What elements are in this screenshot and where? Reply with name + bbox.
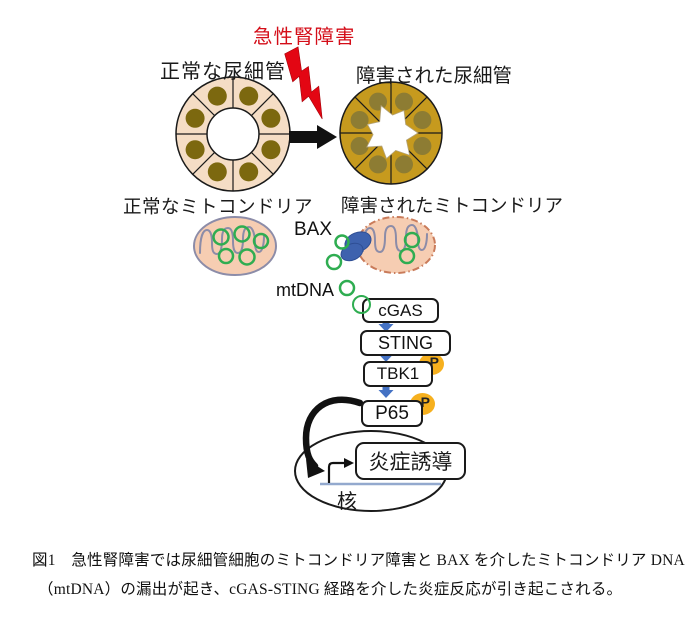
sting-box: STING (360, 330, 451, 356)
damaged-mito-label: 障害されたミトコンドリア (341, 197, 564, 217)
escaped-mtdna-circles (325, 234, 356, 297)
lightning-bolt-icon (284, 46, 323, 120)
damaged-tubule-label: 障害された尿細管 (356, 66, 513, 87)
bax-label: BAX (294, 219, 333, 240)
normal-tubule-nuclei-dots (185, 86, 281, 182)
damaged-mitochondrion (356, 216, 436, 274)
p65-box: P65 (361, 400, 423, 427)
mtdna-circles-inside-normal (212, 225, 270, 266)
pathway-arrow-icon-1 (378, 320, 394, 332)
pathway-arrow-icon-2 (378, 351, 394, 362)
inflammation-box: 炎症誘導 (355, 442, 466, 480)
cgas-box: cGAS (362, 298, 439, 323)
caption-line-2: （mtDNA）の漏出が起き、cGAS-STING 経路を介した炎症反応が引き起こ… (38, 581, 623, 598)
mtdna-circles-inside-damaged (398, 231, 421, 265)
nucleus-label: 核 (337, 491, 357, 513)
damaged-tubule-diagram (339, 81, 443, 185)
pathway-arrow-icon-3 (378, 384, 394, 398)
damaged-lumen-jagged-hole (366, 104, 419, 160)
mtdna-label: mtDNA (276, 280, 334, 300)
normal-tubule-diagram (175, 76, 291, 192)
damaged-tubule-nuclei-dots (350, 92, 432, 174)
transcription-arrow-icon (327, 458, 354, 483)
transition-arrow-icon (289, 125, 337, 149)
normal-mito-label: 正常なミトコンドリア (123, 198, 314, 218)
normal-tubule-label: 正常な尿細管 (160, 61, 286, 83)
phospho-label: P (429, 354, 439, 370)
trigger-label: 急性腎障害 (253, 27, 356, 48)
normal-mitochondrion (193, 216, 277, 276)
mtdna-circle-icon (352, 295, 371, 314)
tbk1-box: TBK1 (363, 361, 433, 387)
translocation-arrow-icon (302, 396, 364, 478)
diagram-canvas (175, 46, 448, 512)
phospho-label: P (420, 394, 430, 410)
caption-line-1: 図1 急性腎障害では尿細管細胞のミトコンドリア障害と BAX を介したミトコンド… (32, 552, 685, 569)
